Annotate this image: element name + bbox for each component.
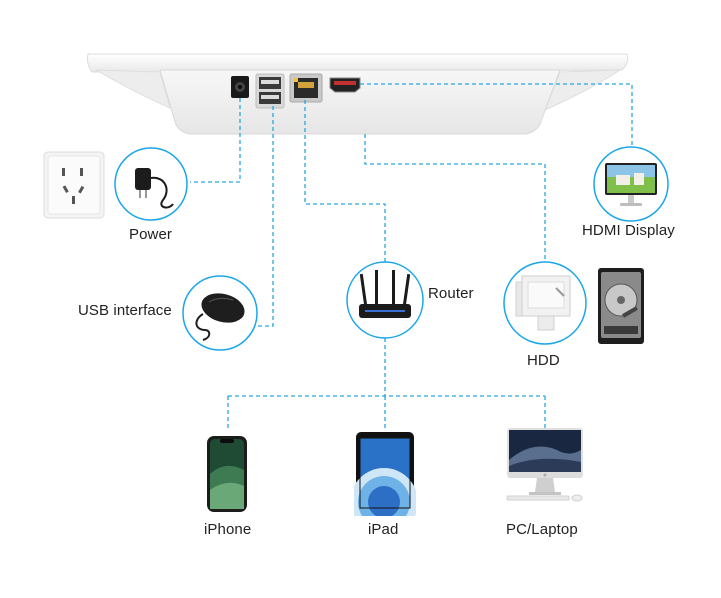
dc-port	[231, 76, 249, 98]
hdd-bracket-icon	[503, 261, 587, 345]
power-label: Power	[129, 226, 173, 243]
imac-icon	[506, 428, 583, 502]
usb-ports	[255, 73, 285, 109]
power-adapter-icon	[114, 147, 188, 221]
usb-interface-label: USB interface	[78, 302, 172, 319]
pc-laptop-label: PC/Laptop	[506, 521, 578, 538]
router-label: Router	[428, 285, 474, 302]
hard-drive-icon	[598, 268, 644, 344]
ipad-icon	[354, 432, 416, 516]
hdmi-display-label: HDMI Display	[582, 222, 675, 239]
router-icon	[346, 261, 424, 339]
iphone-label: iPhone	[204, 521, 252, 538]
iphone-icon	[207, 436, 247, 512]
hdd-label: HDD	[527, 352, 560, 369]
wall-socket-icon	[43, 151, 105, 219]
hdmi-port	[329, 77, 361, 93]
ipad-label: iPad	[368, 521, 399, 538]
mouse-icon	[182, 275, 258, 351]
ethernet-port	[289, 73, 323, 103]
hdmi-monitor-icon	[593, 146, 669, 222]
